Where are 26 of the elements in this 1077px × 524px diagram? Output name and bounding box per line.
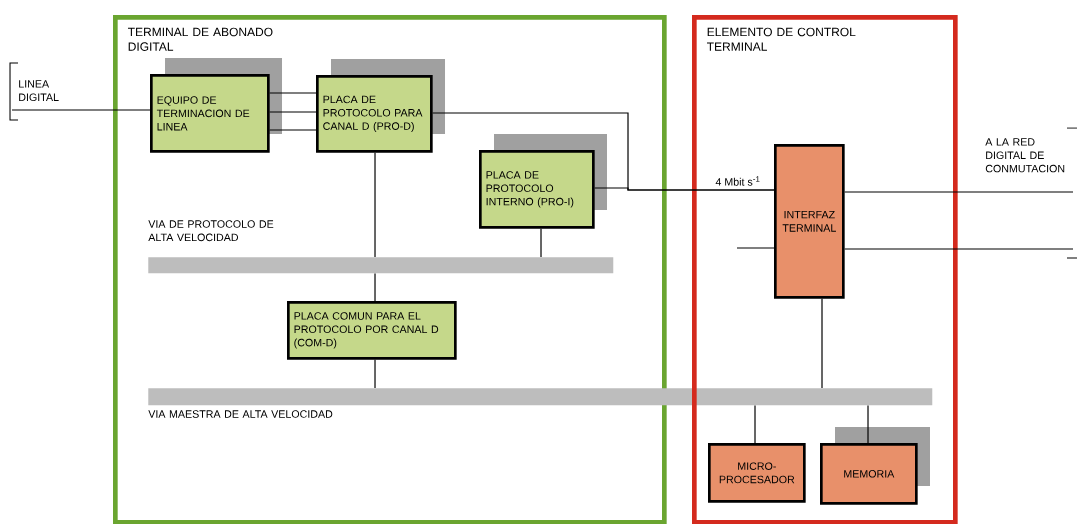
connector	[374, 152, 376, 258]
connector	[374, 272, 376, 302]
connector	[269, 92, 317, 94]
box: PLACA COMUN PARA EL PROTOCOLO POR CANAL D (COM-D)	[287, 301, 457, 360]
box: EQUIPO DE TERMINACION DE LINEA	[150, 58, 282, 153]
node-label: VIA DE PROTOCOLO DE ALTA VELOCIDAD	[148, 220, 274, 242]
box: PLACA DE PROTOCOLO PARA CANAL D (PRO-D)	[316, 59, 445, 153]
box: MICRO-PROCESADOR	[708, 443, 806, 503]
connector	[867, 404, 869, 444]
connector	[374, 359, 376, 389]
connector	[11, 109, 151, 111]
label: A LA RED DIGITAL DE CONMUTACION	[985, 138, 1065, 173]
box: INTERFAZ TERMINAL	[774, 144, 845, 299]
connector	[754, 404, 756, 444]
label: LINEA DIGITAL	[19, 80, 59, 102]
connector	[269, 129, 317, 131]
connector	[594, 187, 775, 191]
connector	[821, 298, 823, 389]
connector	[844, 248, 1074, 250]
box: MEMORIA	[820, 427, 930, 505]
box: PLACA DE PROTOCOLO INTERNO (PRO-I)	[479, 134, 607, 229]
connector	[540, 228, 542, 258]
connector	[736, 247, 775, 249]
bus-bar	[148, 388, 933, 406]
connector	[844, 191, 1074, 193]
connector	[269, 111, 317, 113]
